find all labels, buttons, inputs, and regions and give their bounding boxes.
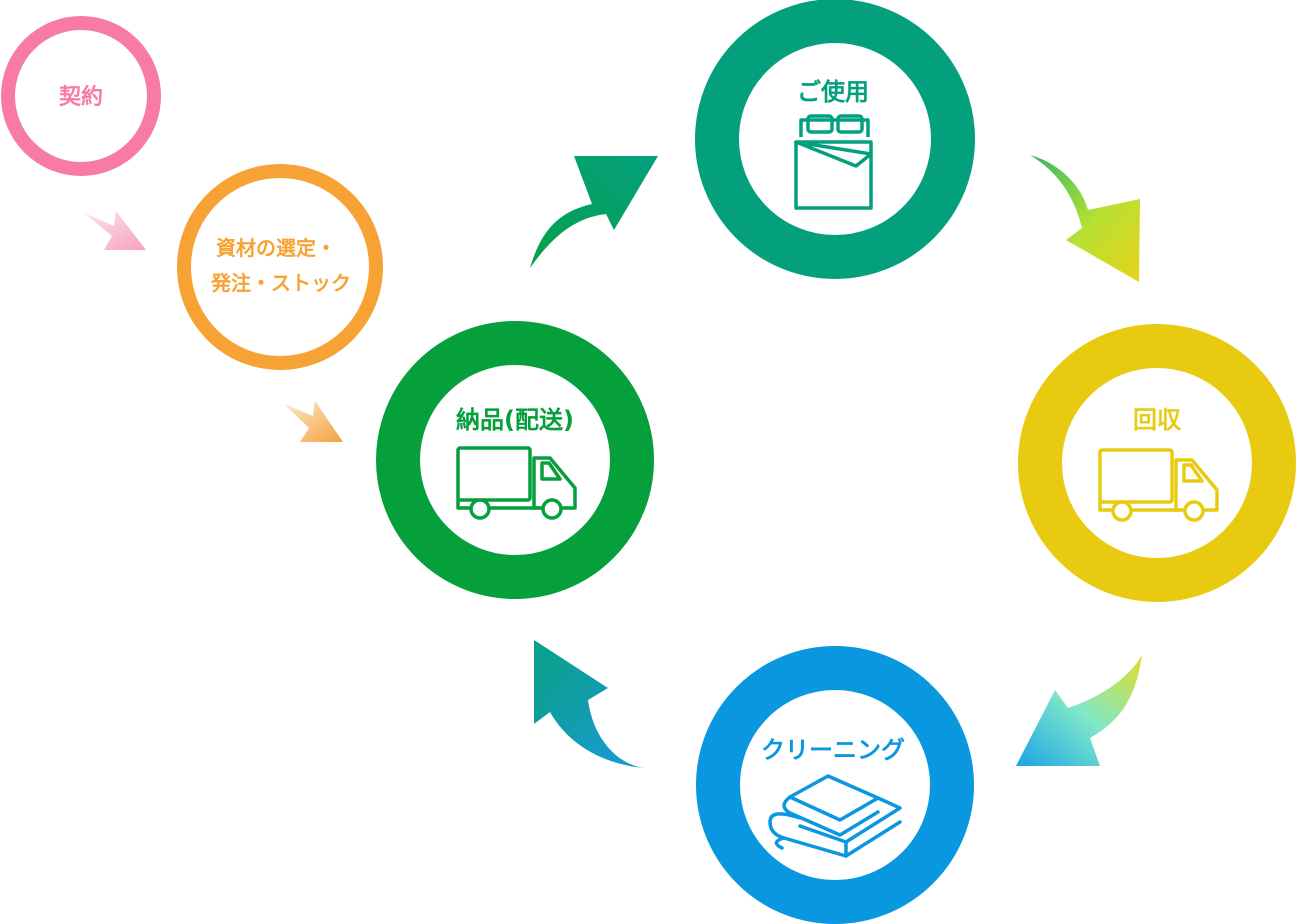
use-ring bbox=[695, 0, 975, 279]
step-materials: 資材の選定・ 発注・ストック bbox=[177, 164, 383, 370]
step-cleaning: クリーニング bbox=[696, 646, 974, 924]
contract-ring bbox=[1, 16, 161, 176]
use-label: ご使用 bbox=[797, 78, 869, 106]
arrow-use-to-collection bbox=[1030, 155, 1140, 282]
step-delivery: 納品(配送) bbox=[376, 321, 654, 599]
materials-label-line1: 資材の選定・ bbox=[216, 236, 336, 260]
arrow-cleaning-to-delivery bbox=[534, 640, 644, 768]
materials-label-line2: 発注・ストック bbox=[210, 271, 351, 295]
folded-linen-icon bbox=[768, 774, 902, 858]
truck-icon bbox=[456, 446, 577, 520]
truck-icon bbox=[1098, 448, 1219, 522]
step-use: ご使用 bbox=[695, 0, 975, 279]
arrow-collection-to-cleaning bbox=[1016, 655, 1142, 766]
step-collection: 回収 bbox=[1018, 324, 1296, 602]
delivery-label: 納品(配送) bbox=[456, 406, 574, 434]
collection-label: 回収 bbox=[1133, 406, 1182, 434]
contract-label: 契約 bbox=[58, 84, 103, 110]
arrow-contract-to-materials bbox=[84, 211, 146, 250]
cleaning-label: クリーニング bbox=[761, 736, 905, 764]
step-contract: 契約 bbox=[1, 16, 161, 176]
arrow-materials-to-delivery bbox=[284, 401, 343, 442]
arrow-delivery-to-use bbox=[530, 156, 658, 268]
delivery-ring bbox=[376, 321, 654, 599]
cleaning-ring bbox=[696, 646, 974, 924]
collection-ring bbox=[1018, 324, 1296, 602]
materials-ring bbox=[177, 164, 383, 370]
bed-icon bbox=[794, 114, 873, 210]
